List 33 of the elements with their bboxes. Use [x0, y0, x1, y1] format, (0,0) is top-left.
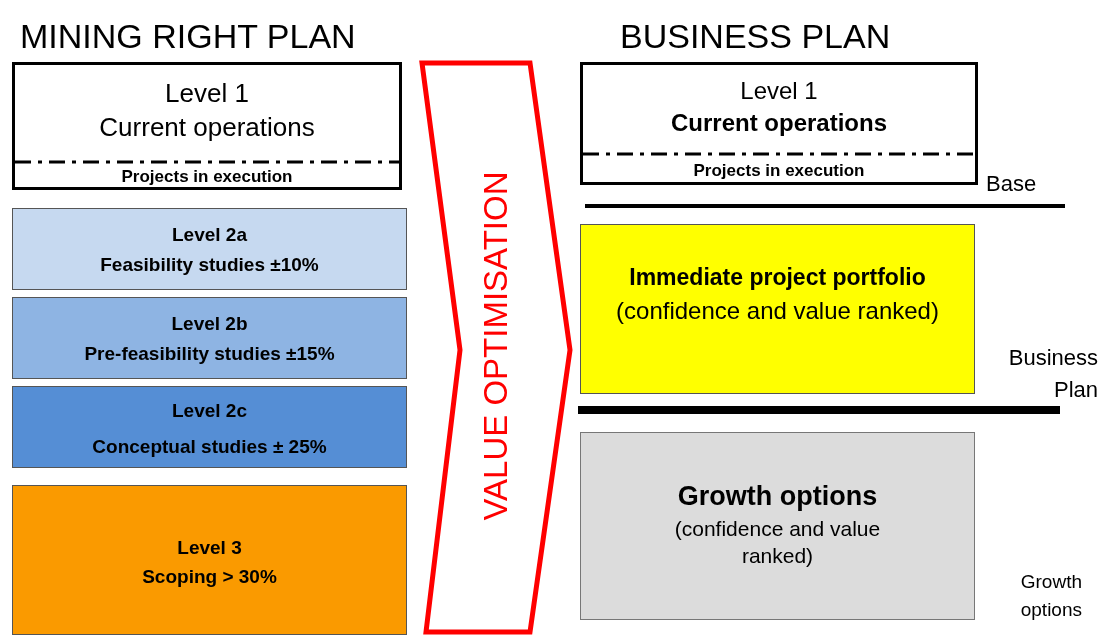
- level-title: Current operations: [670, 108, 888, 138]
- status-text: Projects in execution: [120, 166, 294, 188]
- level-box: [580, 62, 978, 185]
- column-heading: MINING RIGHT PLAN: [20, 16, 356, 57]
- status-text: Projects in execution: [692, 160, 866, 182]
- box-text: Scoping > 30%: [141, 565, 278, 589]
- column-heading: BUSINESS PLAN: [620, 16, 891, 57]
- vertical-text: VALUE OPTIMISATION: [477, 171, 515, 521]
- level-title: Current operations: [98, 111, 316, 144]
- portfolio-box: [580, 224, 975, 394]
- section-label: Growth options: [1019, 570, 1082, 622]
- box-text: (confidence and value ranked): [673, 516, 882, 570]
- box-title: Level 2c: [171, 399, 248, 423]
- level-box: [12, 208, 407, 290]
- box-title: Level 2a: [171, 223, 248, 247]
- level-box: [12, 297, 407, 379]
- box-text: Feasibility studies ±10%: [99, 253, 320, 277]
- level-heading: Level 1: [739, 76, 819, 106]
- box-title: Level 3: [176, 536, 243, 560]
- chevron-arrow: [418, 60, 574, 635]
- level-heading: Level 1: [164, 77, 250, 110]
- box-title: Level 2b: [170, 312, 249, 336]
- options-box: [580, 432, 975, 620]
- box-title: Growth options: [676, 480, 879, 513]
- section-label: Base: [986, 170, 1037, 198]
- box-text: (confidence and value ranked): [615, 296, 940, 326]
- level-box: [12, 62, 402, 190]
- box-title: Immediate project portfolio: [628, 263, 927, 292]
- level-box: [12, 386, 407, 468]
- level-box: [12, 485, 407, 635]
- box-text: Conceptual studies ± 25%: [91, 435, 328, 459]
- section-label: Business Plan: [1007, 344, 1098, 404]
- box-text: Pre-feasibility studies ±15%: [83, 342, 336, 366]
